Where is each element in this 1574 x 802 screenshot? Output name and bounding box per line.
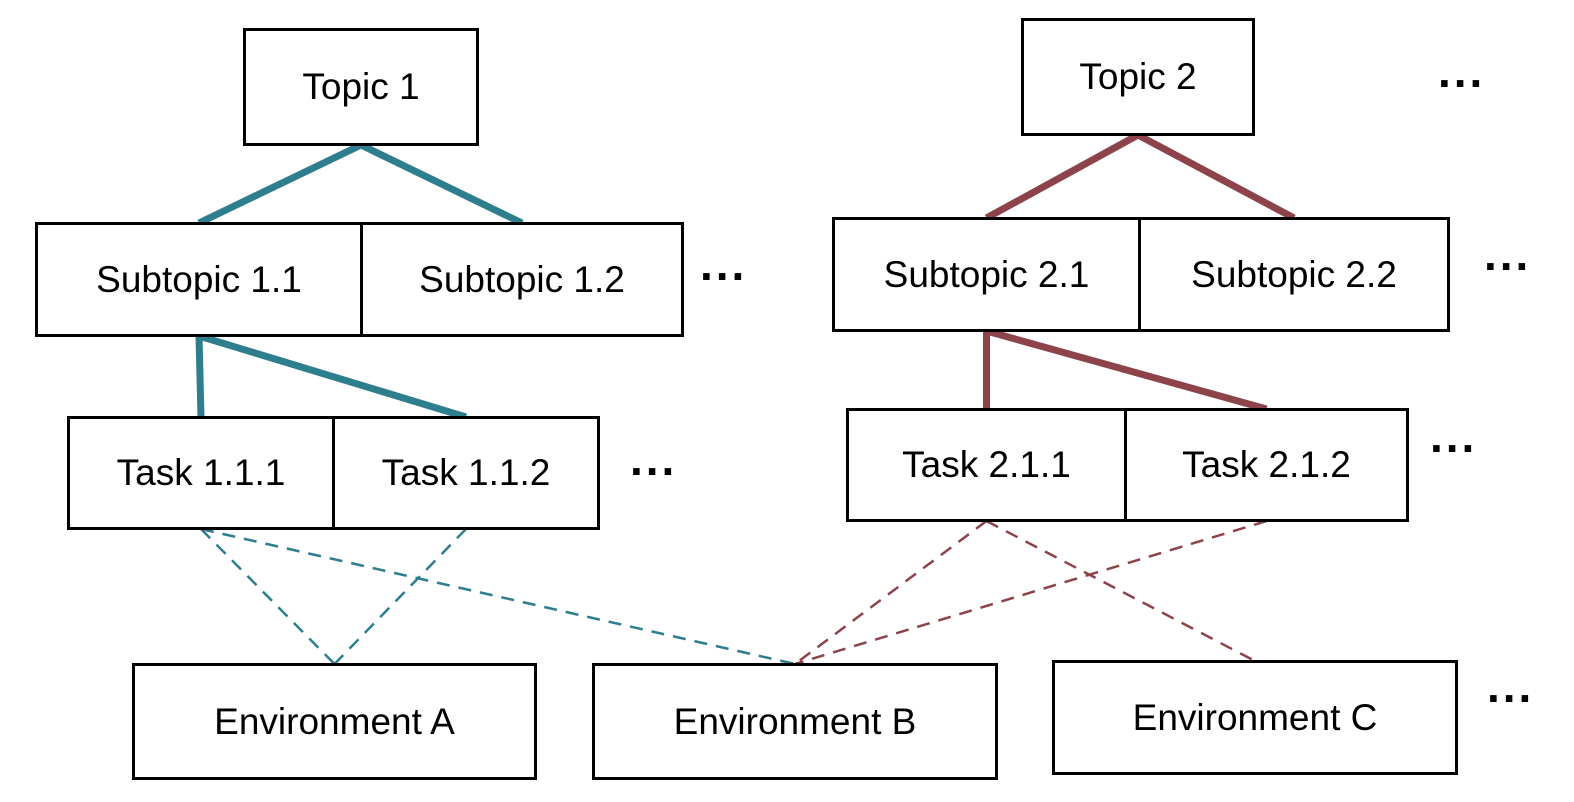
node-task-2-1-2: Task 2.1.2 [1124, 408, 1409, 522]
edge-task212-envB [794, 519, 1267, 666]
node-task-1-1-1: Task 1.1.1 [67, 416, 335, 530]
node-subtopic-2-1: Subtopic 2.1 [832, 217, 1141, 332]
ellipsis-more-topics: ... [1438, 45, 1486, 97]
node-task-2-1-1: Task 2.1.1 [846, 408, 1127, 522]
ellipsis-more-tasks-1: ... [630, 433, 678, 485]
node-task-1-1-2: Task 1.1.2 [332, 416, 600, 530]
node-subtopic-2-1-label: Subtopic 2.1 [883, 253, 1090, 295]
node-subtopic-1-1: Subtopic 1.1 [35, 222, 363, 337]
node-subtopic-1-2-label: Subtopic 1.2 [419, 258, 625, 300]
node-subtopic-1-2: Subtopic 1.2 [360, 222, 684, 337]
ellipsis-more-subtopics-2: ... [1484, 228, 1532, 280]
ellipsis-more-environments: ... [1487, 660, 1535, 712]
edge-subtopic11-task112 [197, 332, 468, 421]
edge-topic1-subtopic11 [197, 141, 363, 227]
node-task-1-1-1-label: Task 1.1.1 [116, 452, 286, 493]
node-task-1-1-2-label: Task 1.1.2 [381, 452, 551, 493]
node-topic-1-label: Topic 1 [302, 66, 420, 107]
node-topic-2-label: Topic 2 [1079, 56, 1197, 97]
edge-task112-envA [333, 528, 467, 665]
node-environment-a-label: Environment A [214, 700, 455, 742]
node-environment-c: Environment C [1052, 660, 1458, 775]
edge-task211-envB [794, 519, 988, 666]
edge-subtopic21-task212 [985, 327, 1268, 413]
edge-task111-envA [200, 528, 336, 665]
node-task-2-1-1-label: Task 2.1.1 [902, 444, 1071, 485]
ellipsis-more-subtopics-1: ... [700, 238, 748, 290]
node-subtopic-2-2: Subtopic 2.2 [1138, 217, 1450, 332]
node-subtopic-1-1-label: Subtopic 1.1 [96, 258, 302, 300]
node-task-2-1-2-label: Task 2.1.2 [1182, 444, 1351, 485]
edge-task211-envC [985, 519, 1256, 663]
edge-task111-envB [200, 527, 796, 666]
node-environment-c-label: Environment C [1132, 696, 1378, 738]
ellipsis-more-tasks-2: ... [1430, 410, 1478, 462]
edge-topic1-subtopic12 [359, 141, 524, 227]
node-environment-b-label: Environment B [673, 700, 917, 742]
edge-subtopic11-task111 [195, 335, 205, 418]
node-environment-b: Environment B [592, 663, 998, 780]
node-subtopic-2-2-label: Subtopic 2.2 [1191, 253, 1397, 295]
edge-topic2-subtopic22 [1136, 131, 1296, 222]
node-environment-a: Environment A [132, 663, 537, 780]
node-topic-2: Topic 2 [1021, 18, 1255, 136]
node-topic-1: Topic 1 [243, 28, 479, 146]
edge-topic2-subtopic21 [984, 131, 1140, 222]
